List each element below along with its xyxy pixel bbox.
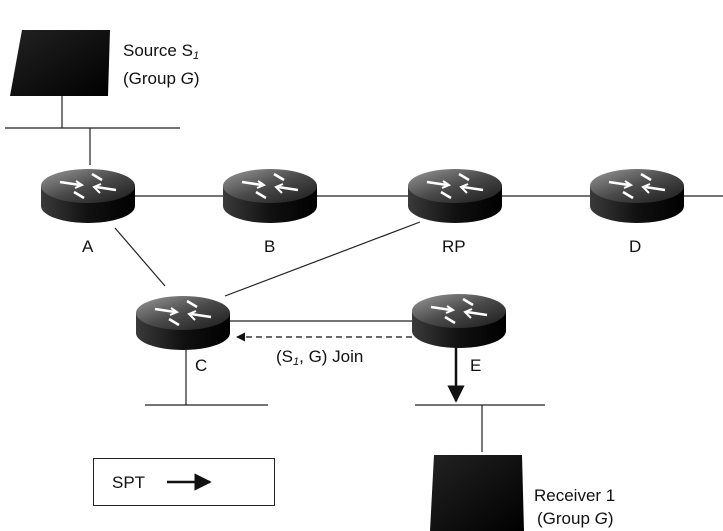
router-a-label: A — [82, 237, 94, 256]
router-d-label: D — [629, 237, 642, 256]
router-rp-label: RP — [442, 237, 466, 256]
legend-box — [93, 458, 275, 506]
router-b-icon — [221, 167, 319, 225]
router-b-label: B — [264, 237, 276, 256]
receiver-label: Receiver 1 — [534, 486, 616, 505]
router-e-label: E — [470, 356, 482, 375]
source-host-icon — [10, 30, 110, 96]
source-name: Source S — [123, 41, 193, 60]
legend-label: SPT — [112, 473, 146, 492]
router-c-label: C — [195, 356, 208, 375]
source-subscript: 1 — [192, 50, 200, 62]
router-a-icon — [39, 167, 137, 225]
join-label: (S1, G) Join — [276, 347, 364, 368]
router-c-icon — [134, 294, 232, 352]
link-a-c — [114, 227, 166, 287]
source-label: Source S1 — [123, 42, 199, 62]
links — [5, 96, 723, 452]
router-d-icon — [588, 167, 686, 225]
router-e-icon — [410, 292, 508, 350]
source-group-label: (Group G) — [123, 69, 200, 88]
receiver-host-icon — [430, 455, 524, 531]
link-rp-c — [224, 221, 421, 297]
router-rp-icon — [406, 167, 504, 225]
receiver-group-label: (Group G) — [537, 509, 614, 528]
